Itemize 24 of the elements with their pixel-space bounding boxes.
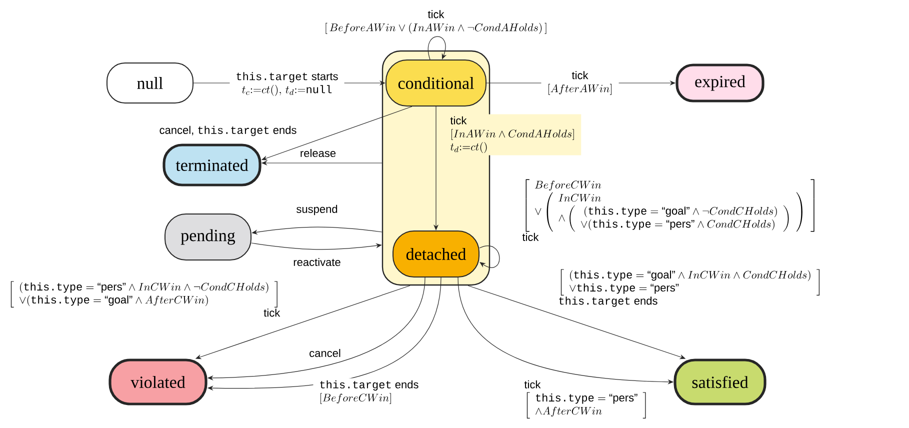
edge-label: $\begin{array}{l}\text{\texttt{this.target} ends}\\ \left[BeforeCWin\right]\end{array}$ — [313, 378, 425, 406]
edge-label: $\begin{array}{r}\left[\begin{array}{l}(\texttt{this.type} = \text{“pers”} \wedge InCWin \wedge \neg CondCHolds)\\ \vee(\texttt{this.type} = \text{“goal”} \wedge AfterCWin)\end{array}\right]\\ \text{tick}\end{array}$ — [2, 280, 286, 322]
edge-label: $\begin{array}{c}\text{tick}\\ \left[\, BeforeAWin \vee \left( InAWin \wedge \neg CondAHolds\right)\,\right]\end{array}$ — [318, 8, 554, 36]
edge-label: $\begin{array}{l}\left[\begin{array}{l} BeforeCWin \\ \vee \left(\begin{array}{l} InCWin \\ \wedge \left(\begin{array}{l} \;(\texttt{this.type} = \text{“goal”} \wedge \neg CondCHolds) \\ \vee(\texttt{this.type} = \text{“pers”} \wedge CondCHolds)\end{array}\right)\end{array}\right)\end{array}\right]\\ \text{tick}\end{array}$ — [516, 178, 824, 246]
state-box: conditional — [386, 60, 486, 106]
state-box: violated — [108, 358, 208, 406]
arrow — [428, 36, 447, 60]
edge-label: $\text{cancel}$ — [308, 348, 342, 358]
state-box: null — [106, 62, 194, 104]
edge-label: $\begin{array}{c}\text{tick}\\ \left[AfterAWin\right]\end{array}$ — [541, 69, 619, 97]
state-box: expired — [676, 64, 764, 102]
edge-label: $\text{suspend}$ — [295, 204, 339, 216]
state-box: terminated — [162, 144, 262, 186]
edge-label: $\begin{array}{l}\text{tick}\\ \left[\begin{array}{l}\texttt{this.type} = \text{“pers”}\\ \wedge AfterCWin\end{array}\right]\end{array}$ — [524, 380, 646, 418]
edge-label: $\begin{array}{l}\left[\begin{array}{l}(\texttt{this.type} = \text{“goal”} \wedge InCWin \wedge CondCHolds)\\ \vee\texttt{this.type} = \text{“pers”}\end{array}\right]\\ \text{\texttt{this.target} ends}\end{array}$ — [552, 268, 828, 310]
state-box: satisfied — [674, 358, 766, 406]
arrow — [252, 226, 382, 235]
state-box: detached — [392, 230, 480, 278]
edge-label: $\begin{array}{c}\text{\texttt{this.target} starts}\\ t_c{:=}ct(),\, t_d{:=}\texttt{null}\end{array}$ — [230, 70, 344, 98]
state-box: pending — [164, 214, 252, 260]
edge-label: $\begin{array}{l}\text{tick}\\ \left[InAWin \wedge CondAHolds\right]\\ t_d{:=}ct()\end{array}$ — [444, 114, 582, 156]
edge-label: $\text{release}$ — [298, 148, 338, 158]
edge-label: $\text{reactivate}$ — [292, 256, 342, 268]
edge-label: $\text{cancel, \texttt{this.target} ends}$ — [158, 124, 298, 138]
